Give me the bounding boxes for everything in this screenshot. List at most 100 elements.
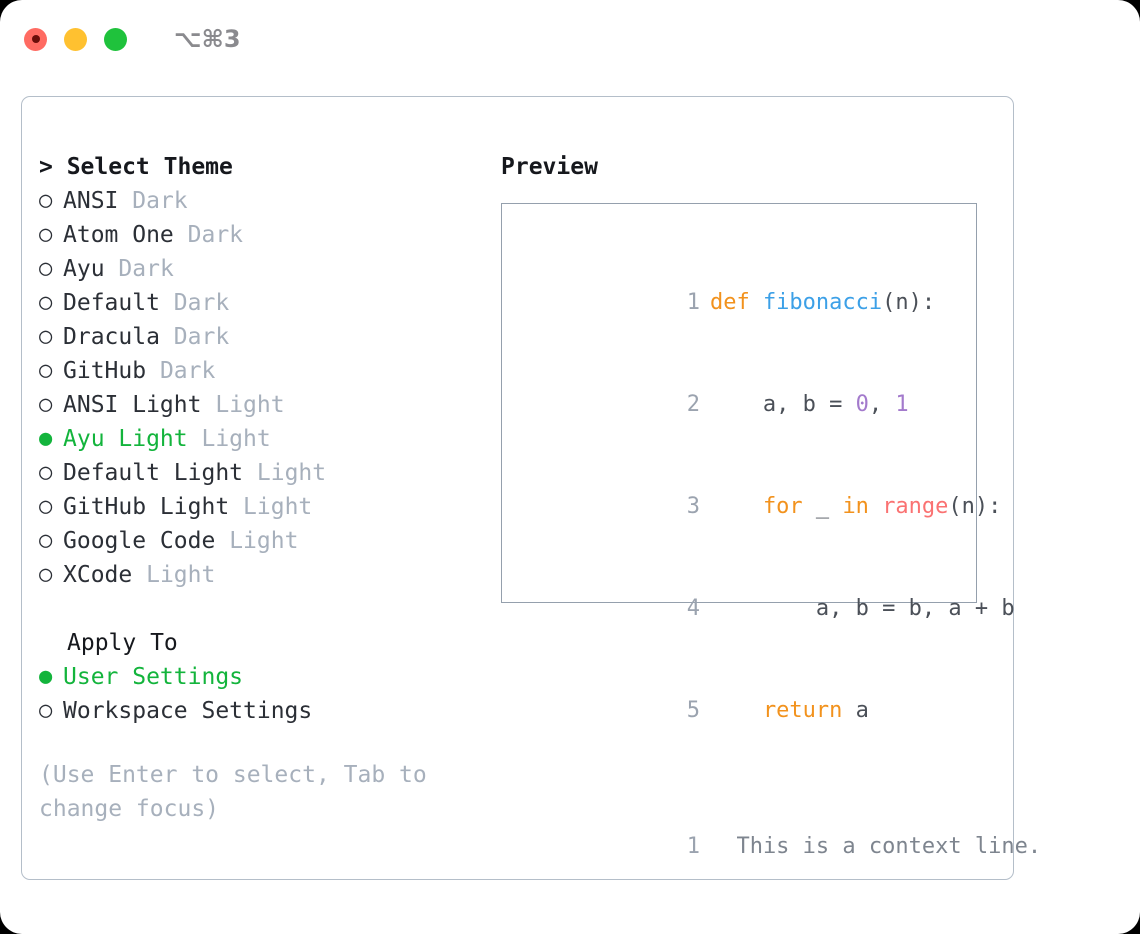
apply-to-option-label: Workspace Settings <box>63 698 313 724</box>
code-token: _ <box>802 494 843 519</box>
code-line: 5 return a <box>519 660 976 762</box>
theme-name: Default <box>63 290 160 316</box>
radio-icon: ○ <box>39 528 53 553</box>
close-button-icon[interactable] <box>24 27 47 51</box>
theme-name: Ayu <box>63 256 105 282</box>
theme-name: Default Light <box>63 460 244 486</box>
theme-option-dracula[interactable]: ○ Dracula Dark <box>39 320 479 354</box>
line-number: 5 <box>686 698 700 723</box>
code-token: , <box>868 392 896 417</box>
code-token: (n): <box>882 290 936 315</box>
radio-icon: ○ <box>39 256 53 281</box>
code-token: return <box>762 698 843 723</box>
radio-icon: ○ <box>39 460 53 485</box>
panel-columns: > Select Theme ○ ANSI Dark ○ Atom One Da… <box>22 97 1041 879</box>
theme-selector-panel: > Select Theme ○ ANSI Dark ○ Atom One Da… <box>21 96 1041 880</box>
window-controls <box>24 27 127 51</box>
code-token: 1 <box>895 392 909 417</box>
diff-line-context: 1 This is a context line. <box>519 796 1041 898</box>
theme-name: Atom One <box>63 222 174 248</box>
code-line: 1 def fibonacci(n): <box>519 252 976 354</box>
code-token: for <box>762 494 803 519</box>
theme-name: Ayu Light <box>63 426 188 452</box>
theme-name: ANSI <box>63 188 119 214</box>
apply-to-workspace-settings[interactable]: ○ Workspace Settings <box>39 694 479 728</box>
theme-variant-tag: Dark <box>132 188 188 214</box>
theme-variant-tag: Dark <box>118 256 174 282</box>
line-number: 4 <box>686 596 700 621</box>
theme-variant-tag: Light <box>146 562 216 588</box>
line-number: 2 <box>686 392 700 417</box>
theme-option-ansi-light[interactable]: ○ ANSI Light Light <box>39 388 479 422</box>
code-token: range <box>882 494 949 519</box>
theme-name: Dracula <box>63 324 160 350</box>
window-titlebar: ⌥⌘3 <box>0 0 1140 78</box>
recording-dot-icon <box>31 35 40 43</box>
code-token: (n): <box>948 494 1002 519</box>
diff-line-deleted: 2- This line was deleted. <box>519 898 976 934</box>
minimize-button-icon[interactable] <box>64 27 87 51</box>
apply-to-user-settings[interactable]: ● User Settings <box>39 660 479 694</box>
code-token <box>869 494 882 519</box>
radio-icon: ○ <box>39 222 53 247</box>
theme-variant-tag: Light <box>256 460 327 486</box>
apply-to-option-label: User Settings <box>63 664 244 690</box>
diff-marker <box>710 834 723 859</box>
code-token: a <box>842 698 869 723</box>
theme-variant-tag: Dark <box>187 222 244 248</box>
radio-selected-icon: ● <box>39 426 53 451</box>
code-token: a, b = <box>709 392 856 417</box>
keyboard-shortcut-label: ⌥⌘3 <box>174 25 241 53</box>
section-spacer <box>39 592 479 626</box>
radio-icon: ○ <box>39 358 53 383</box>
theme-name: GitHub Light <box>63 494 230 520</box>
diff-separator <box>519 762 976 796</box>
code-line: 4 a, b = b, a + b <box>519 558 1015 660</box>
radio-icon: ○ <box>39 494 53 519</box>
line-number: 1 <box>686 834 700 859</box>
theme-option-github-light[interactable]: ○ GitHub Light Light <box>39 490 479 524</box>
code-token <box>710 698 763 723</box>
code-line: 3 for _ in range(n): <box>519 456 1002 558</box>
theme-option-atom-one[interactable]: ○ Atom One Dark <box>39 218 479 252</box>
theme-name: ANSI Light <box>63 392 202 418</box>
code-token: def <box>709 290 763 315</box>
theme-option-default-light[interactable]: ○ Default Light Light <box>39 456 479 490</box>
radio-icon: ○ <box>39 324 53 349</box>
radio-icon: ○ <box>39 698 53 723</box>
theme-option-google-code[interactable]: ○ Google Code Light <box>39 524 479 558</box>
code-token: in <box>842 494 869 519</box>
theme-option-default[interactable]: ○ Default Dark <box>39 286 479 320</box>
radio-icon: ○ <box>39 290 53 315</box>
maximize-button-icon[interactable] <box>104 27 127 51</box>
theme-variant-tag: Dark <box>173 324 230 350</box>
theme-option-xcode[interactable]: ○ XCode Light <box>39 558 479 592</box>
theme-variant-tag: Dark <box>159 358 216 384</box>
code-token: fibonacci <box>762 290 883 315</box>
theme-option-ayu[interactable]: ○ Ayu Dark <box>39 252 479 286</box>
apply-to-label: Apply To <box>67 630 178 656</box>
radio-icon: ○ <box>39 188 53 213</box>
radio-icon: ○ <box>39 562 53 587</box>
line-number: 1 <box>686 290 700 315</box>
hint-spacer <box>39 728 479 750</box>
code-token: 0 <box>855 392 869 417</box>
code-line: 2 a, b = 0, 1 <box>519 354 976 456</box>
theme-variant-tag: Dark <box>173 290 230 316</box>
theme-option-github[interactable]: ○ GitHub Dark <box>39 354 479 388</box>
theme-list-column: > Select Theme ○ ANSI Dark ○ Atom One Da… <box>39 150 479 826</box>
theme-variant-tag: Light <box>215 392 285 418</box>
theme-variant-tag: Light <box>243 494 313 520</box>
radio-icon: ○ <box>39 392 53 417</box>
preview-title: Preview <box>501 154 598 180</box>
keyboard-hint-text: (Use Enter to select, Tab to change focu… <box>39 762 427 822</box>
code-token: a, b = b, a + b <box>709 596 1015 621</box>
theme-option-ansi[interactable]: ○ ANSI Dark <box>39 184 479 218</box>
code-token <box>710 494 763 519</box>
theme-name: XCode <box>63 562 133 588</box>
radio-selected-icon: ● <box>39 664 53 689</box>
theme-option-ayu-light[interactable]: ● Ayu Light Light <box>39 422 479 456</box>
